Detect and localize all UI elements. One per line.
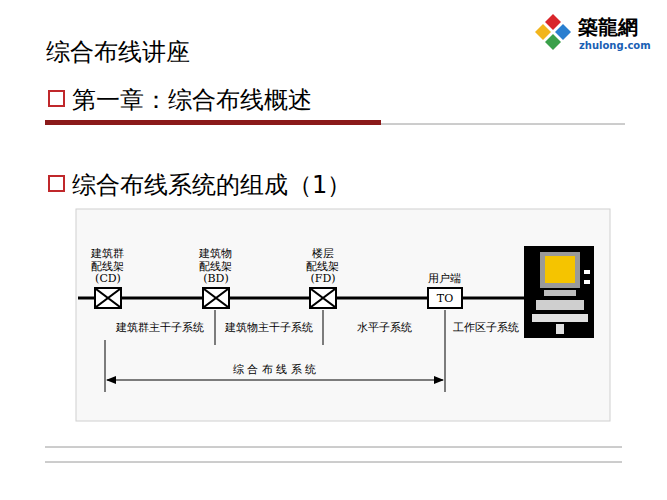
panel-heading: 用户端 [426,273,463,286]
cross-symbol [96,289,120,307]
cable-line [230,298,309,299]
panel-heading: 建筑物 配线架 (BD) [197,248,234,286]
panel-heading: 楼层 配线架 (FD) [304,248,341,286]
subsystem-label: 工作区子系统 [451,320,521,335]
bullet-text: 第一章：综合布线概述 [72,84,312,116]
patch-panel-box: 建筑群 配线架 (CD) [94,287,122,309]
logo-icon [535,14,571,50]
cross-symbol [204,289,228,307]
patch-panel-box: 楼层 配线架 (FD) [309,287,337,309]
computer-illustration [524,246,594,338]
logo-text: 築龍網 [578,14,638,41]
slide-title: 综合布线讲座 [46,36,190,68]
subsystem-label: 建筑群主干子系统 [114,320,206,335]
subsystem-label: 建筑物主干子系统 [223,320,315,335]
cable-line [337,298,427,299]
panel-heading: 建筑群 配线架 (CD) [89,248,126,286]
system-span-label: 综 合 布 线 系 统 [231,362,318,377]
cable-line [122,298,202,299]
outlet-box: 用户端TO [427,287,463,309]
subsystem-label: 水平子系统 [355,320,414,335]
outlet-label: TO [429,289,461,307]
patch-panel-box: 建筑物 配线架 (BD) [202,287,230,309]
cross-symbol [311,289,335,307]
logo-url: zhulong.com [579,40,651,51]
bullet-text: 综合布线系统的组成（1） [72,169,351,201]
